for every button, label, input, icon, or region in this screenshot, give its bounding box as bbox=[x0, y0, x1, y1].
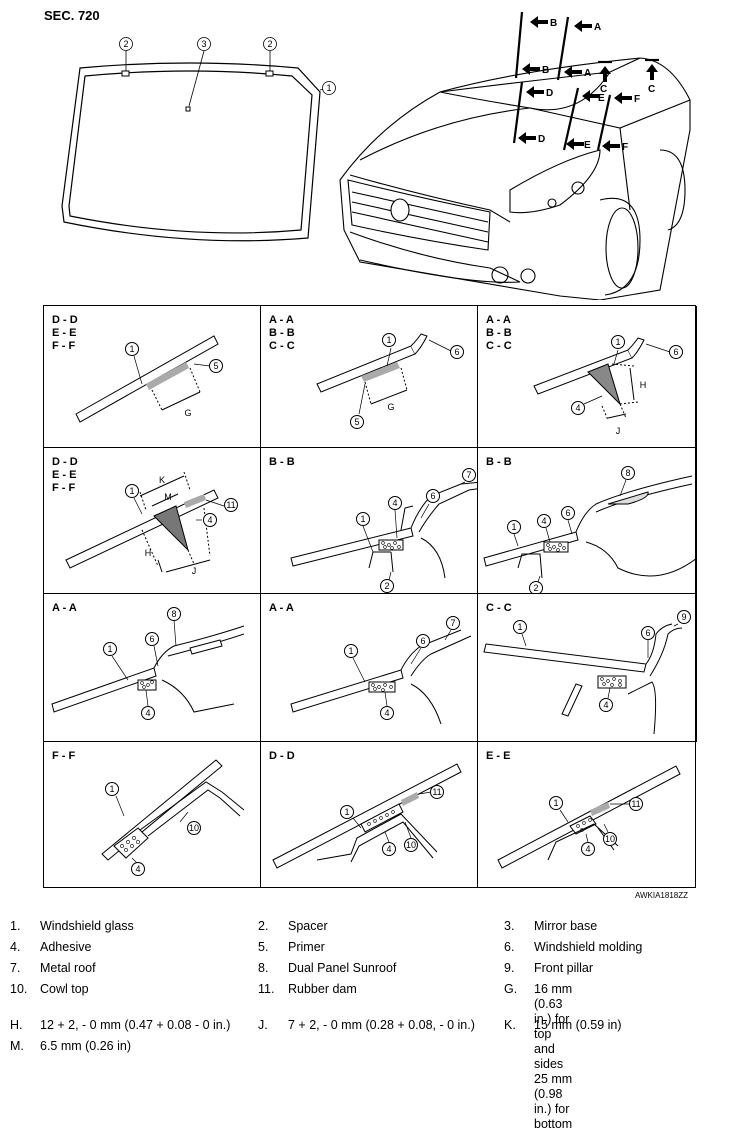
callout-cowl: 10 bbox=[406, 840, 416, 850]
callout-glass: 1 bbox=[344, 807, 349, 817]
callout-sunroof: 8 bbox=[171, 609, 176, 619]
callout-molding: 6 bbox=[454, 347, 459, 357]
callout-molding: 6 bbox=[673, 347, 678, 357]
cell-a-b-c-adhesive: A - A B - B C - C 1 6 4 H J bbox=[478, 306, 697, 448]
callout-glass: 1 bbox=[348, 646, 353, 656]
callout-molding: 6 bbox=[430, 491, 435, 501]
callout-dam: 11 bbox=[631, 799, 640, 809]
callout-glass: 1 bbox=[129, 486, 134, 496]
callout-spacer: 2 bbox=[533, 583, 538, 593]
dim-j: J bbox=[192, 566, 197, 576]
callout-1: 1 bbox=[326, 83, 331, 93]
section-mark-a-top: A bbox=[594, 22, 601, 33]
callout-glass: 1 bbox=[360, 514, 365, 524]
callout-primer: 5 bbox=[354, 417, 359, 427]
overview-diagram: 2 3 2 1 bbox=[61, 11, 691, 300]
callout-adhesive: 4 bbox=[603, 700, 608, 710]
callout-molding: 6 bbox=[565, 508, 570, 518]
section-mark-c: C bbox=[600, 84, 607, 95]
cell-d-e-f-dam: D - D E - E F - F 1 11 4 K bbox=[44, 448, 261, 594]
cell-label: A - A B - B C - C bbox=[269, 314, 295, 352]
callout-molding: 6 bbox=[420, 636, 425, 646]
callout-dam: 11 bbox=[226, 500, 235, 510]
dim-j: J bbox=[616, 426, 621, 436]
section-mark-b-top: B bbox=[550, 18, 557, 29]
callout-dam: 11 bbox=[432, 787, 441, 797]
section-mark-a: A bbox=[584, 68, 591, 79]
cell-b-b-roof: B - B 1 bbox=[261, 448, 478, 594]
cell-label: D - D bbox=[269, 750, 295, 762]
section-mark-c2: C bbox=[648, 84, 655, 95]
cell-label: B - B bbox=[486, 456, 512, 468]
callout-cowl: 10 bbox=[605, 834, 615, 844]
section-number: SEC. 720 bbox=[44, 8, 100, 23]
callout-glass: 1 bbox=[386, 335, 391, 345]
section-mark-d-top: D bbox=[546, 88, 553, 99]
callout-glass: 1 bbox=[615, 337, 620, 347]
cell-d-e-f-primer: D - D E - E F - F 1 5 G bbox=[44, 306, 261, 448]
callout-glass: 1 bbox=[107, 644, 112, 654]
cell-f-f-cowl: F - F 1 10 4 bbox=[44, 742, 261, 888]
callout-cowl: 10 bbox=[189, 823, 199, 833]
callout-2a: 2 bbox=[123, 39, 128, 49]
callout-primer: 5 bbox=[213, 361, 218, 371]
section-grid: D - D E - E F - F 1 5 G A - A B - B C - … bbox=[43, 305, 697, 888]
cell-a-b-c-primer: A - A B - B C - C 1 6 5 G bbox=[261, 306, 478, 448]
callout-glass: 1 bbox=[511, 522, 516, 532]
callout-glass: 1 bbox=[553, 798, 558, 808]
callout-3: 3 bbox=[201, 39, 206, 49]
cell-label: E - E bbox=[486, 750, 511, 762]
cell-a-a-sunroof: A - A 1 6 8 4 bbox=[44, 594, 261, 742]
callout-glass: 1 bbox=[109, 784, 114, 794]
windshield-outline bbox=[61, 62, 321, 242]
dim-h: H bbox=[145, 548, 152, 558]
callout-molding: 6 bbox=[645, 628, 650, 638]
callout-adhesive: 4 bbox=[392, 498, 397, 508]
callout-pillar: 9 bbox=[681, 612, 686, 622]
section-mark-b: B bbox=[542, 65, 549, 76]
callout-adhesive: 4 bbox=[207, 515, 212, 525]
callout-adhesive: 4 bbox=[384, 708, 389, 718]
cell-label: D - D E - E F - F bbox=[52, 314, 78, 352]
callout-adhesive: 4 bbox=[585, 844, 590, 854]
dim-g: G bbox=[184, 408, 191, 418]
dim-g: G bbox=[387, 402, 394, 412]
section-mark-f-top: F bbox=[634, 94, 640, 105]
cell-d-d-cowl: D - D 1 11 4 10 bbox=[261, 742, 478, 888]
cell-e-e-cowl: E - E 1 11 4 10 bbox=[478, 742, 697, 888]
section-mark-f: F bbox=[622, 142, 628, 153]
callout-sunroof: 8 bbox=[625, 468, 630, 478]
callout-roof: 7 bbox=[450, 618, 455, 628]
cell-label: F - F bbox=[52, 750, 76, 762]
dim-h: H bbox=[640, 380, 647, 390]
callout-adhesive: 4 bbox=[541, 516, 546, 526]
dim-m: M bbox=[164, 492, 172, 502]
callout-2b: 2 bbox=[267, 39, 272, 49]
windshield-inner bbox=[68, 70, 313, 234]
callout-adhesive: 4 bbox=[575, 403, 580, 413]
section-mark-d: D bbox=[538, 134, 545, 145]
figure-code: AWKIA1818ZZ bbox=[634, 891, 688, 900]
cell-label: A - A bbox=[269, 602, 294, 614]
cell-a-a-roof: A - A 1 6 7 4 bbox=[261, 594, 478, 742]
section-mark-e-top: E bbox=[598, 93, 605, 104]
cell-label: C - C bbox=[486, 602, 512, 614]
callout-adhesive: 4 bbox=[135, 864, 140, 874]
cell-label: D - D E - E F - F bbox=[52, 456, 78, 494]
cell-label: B - B bbox=[269, 456, 295, 468]
callout-glass: 1 bbox=[517, 622, 522, 632]
callout-molding: 6 bbox=[149, 634, 154, 644]
callout-adhesive: 4 bbox=[386, 844, 391, 854]
dim-k: K bbox=[159, 475, 165, 485]
callout-spacer: 2 bbox=[384, 581, 389, 591]
cell-label: A - A bbox=[52, 602, 77, 614]
section-mark-e: E bbox=[584, 140, 591, 151]
callout-roof: 7 bbox=[466, 470, 471, 480]
callout-glass: 1 bbox=[129, 344, 134, 354]
cell-b-b-sunroof: B - B 1 4 bbox=[478, 448, 697, 594]
callout-adhesive: 4 bbox=[145, 708, 150, 718]
cell-c-c-pillar: C - C 1 6 9 bbox=[478, 594, 697, 742]
cell-label: A - A B - B C - C bbox=[486, 314, 512, 352]
car-illustration bbox=[339, 57, 691, 300]
